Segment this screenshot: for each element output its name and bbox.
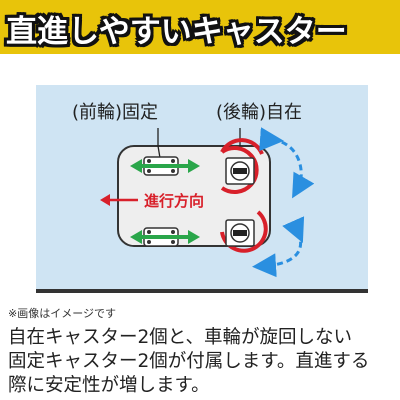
description-line-2: 固定キャスター2個が付属します。直進する <box>8 351 370 372</box>
image-note: ※画像はイメージです <box>8 307 116 320</box>
swivel-caster-top <box>220 138 264 194</box>
rotation-arrow-top <box>259 127 315 199</box>
description: 自在キャスター2個と、車輪が旋回しない 固定キャスター2個が付属します。直進する… <box>8 326 398 398</box>
rear-caster-label: (後輪)自在 <box>216 102 303 123</box>
rotation-arrow-bottom <box>252 216 305 278</box>
front-label-pointer <box>157 128 161 159</box>
description-line-1: 自在キャスター2個と、車輪が旋回しない <box>8 327 353 348</box>
fixed-caster-bottom <box>130 227 200 247</box>
fixed-caster-top <box>130 156 200 176</box>
description-line-3: 際に安定性が増します。 <box>8 375 210 396</box>
title-banner: 直進しやすいキャスター <box>0 0 400 54</box>
direction-arrow <box>100 194 138 206</box>
direction-label: 進行方向 <box>144 192 205 210</box>
caster-diagram <box>36 85 368 293</box>
front-caster-label: (前輪)固定 <box>72 102 159 123</box>
page-title: 直進しやすいキャスター <box>6 14 347 50</box>
